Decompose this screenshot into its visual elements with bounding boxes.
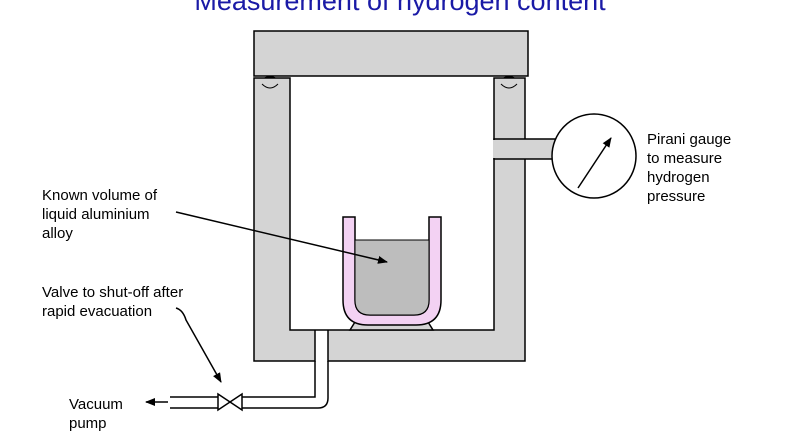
- diagram-title: Measurement of hydrogen content: [194, 0, 606, 16]
- seal-groove-left: [261, 83, 279, 89]
- shut-off-valve: [217, 392, 243, 412]
- evacuation-pipe-outer: [242, 361, 316, 398]
- seal-groove-right: [500, 83, 518, 89]
- valve-leader-line: [175, 307, 222, 383]
- known-volume-label: Known volume of liquid aluminium alloy: [42, 187, 158, 242]
- pirani-gauge-label: Pirani gauge to measure hydrogen pressur…: [647, 131, 732, 205]
- pirani-gauge-needle: [577, 137, 612, 189]
- liquid-aluminium: [354, 239, 430, 316]
- vacuum-pump-label: Vacuum pump: [69, 396, 123, 432]
- volume-leader-line: [175, 211, 388, 264]
- pirani-gauge-dial: [551, 113, 637, 199]
- valve-label: Valve to shut-off after rapid evacuation: [42, 284, 184, 320]
- chamber-lid: [253, 30, 529, 77]
- evacuation-pipe-inner: [242, 361, 329, 409]
- gauge-connection-tube: [493, 138, 557, 160]
